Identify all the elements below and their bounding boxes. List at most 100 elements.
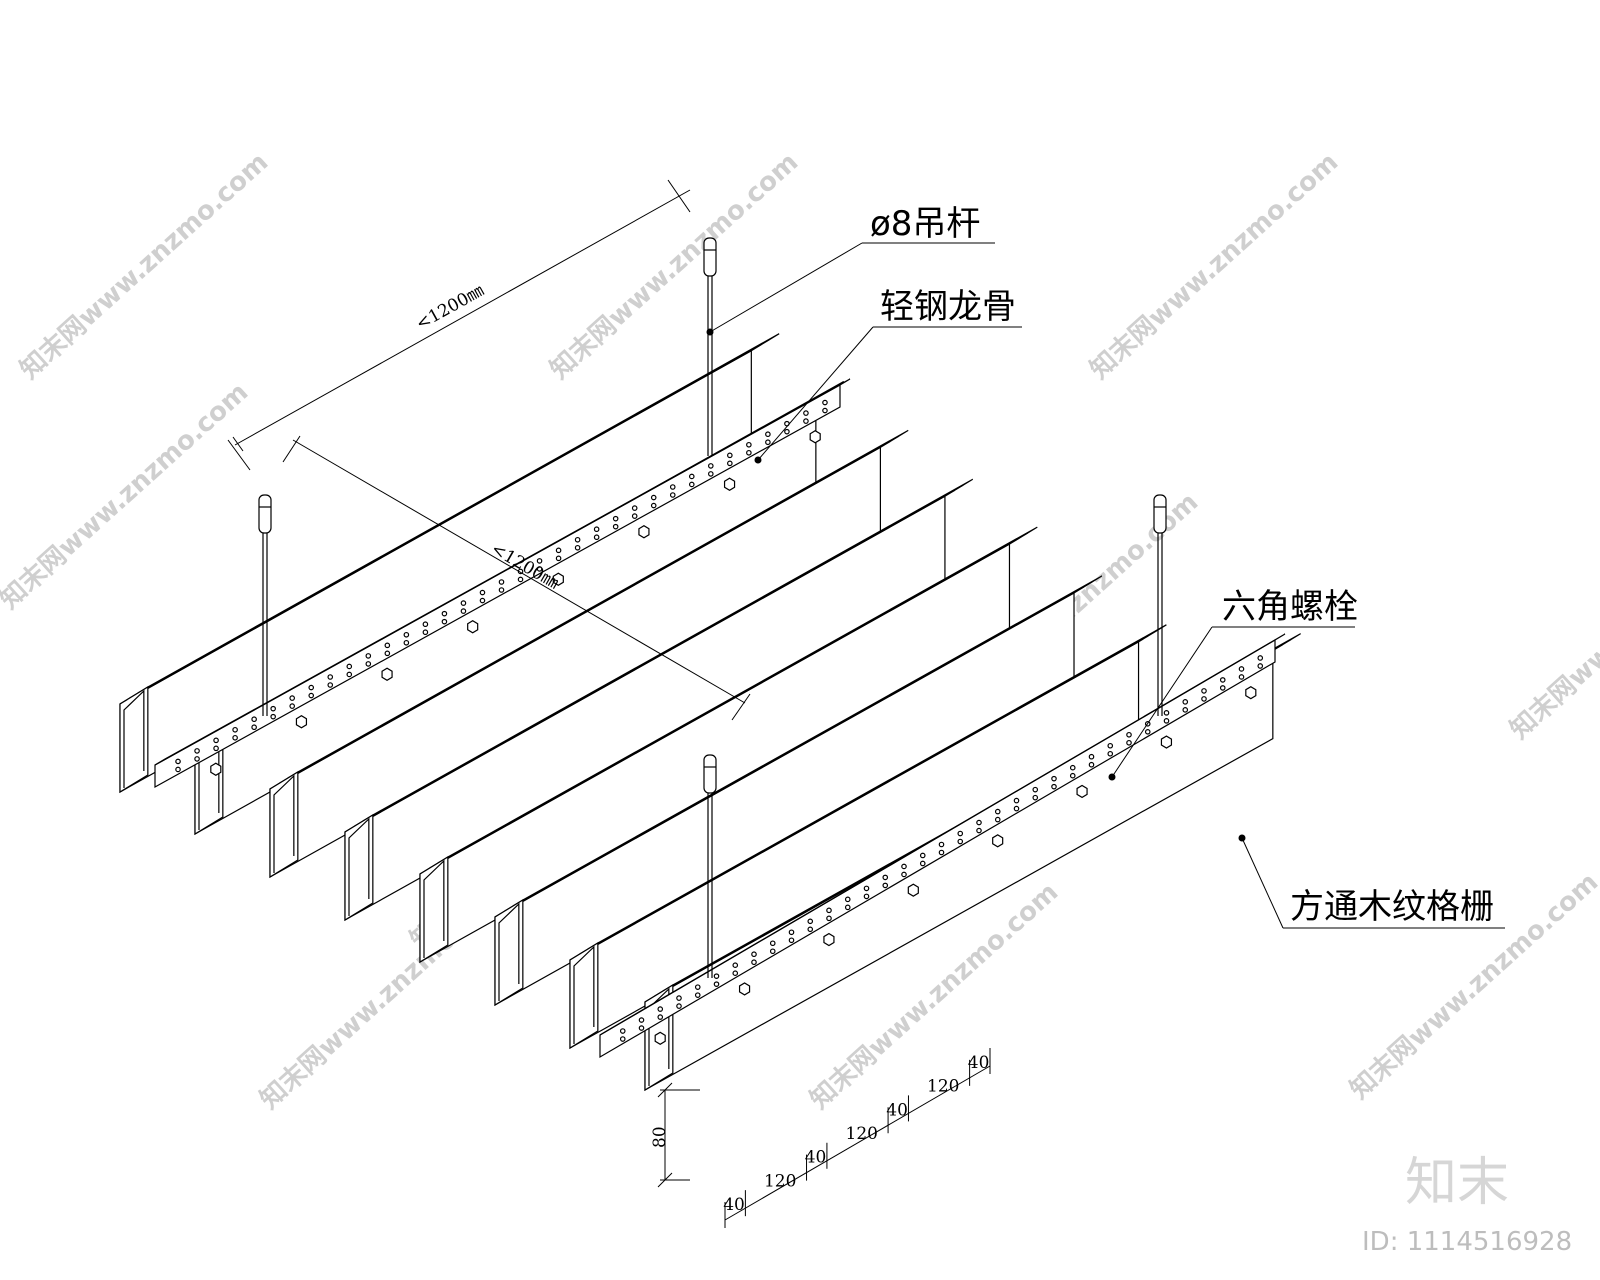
rod-cap — [1153, 494, 1167, 534]
slat-end-inner — [123, 689, 145, 788]
keel-hole — [1051, 783, 1057, 790]
keel-hole — [1088, 753, 1095, 760]
width-dim-label: 120 — [764, 1171, 796, 1191]
hex-bolt — [654, 1031, 666, 1046]
keel-hole — [574, 544, 581, 551]
keel-hole — [1163, 710, 1170, 716]
slat-groove — [512, 581, 1093, 907]
keel-hole — [788, 929, 795, 936]
hex-bolt — [381, 667, 393, 681]
keel-hole — [1219, 685, 1226, 691]
slat-groove — [362, 484, 964, 822]
slat-end-inner — [423, 859, 445, 958]
hanging-rod — [1153, 494, 1167, 716]
keel-top — [599, 633, 1286, 1036]
keel-hole — [727, 460, 733, 467]
keel-hole — [765, 439, 771, 446]
keel-hole — [1069, 772, 1076, 779]
keel-hole — [976, 827, 982, 834]
keel-hole — [175, 758, 181, 765]
keel-hole — [694, 984, 701, 990]
keel-hole — [422, 629, 429, 636]
keel-hole — [346, 671, 353, 678]
keel-hole — [403, 639, 410, 646]
keel-hole — [938, 849, 945, 856]
slat-groove — [137, 339, 770, 694]
keel-hole — [441, 610, 448, 617]
keel-hole — [194, 756, 200, 762]
watermark-text: 知末网www.znzmo.com — [15, 147, 275, 385]
rod-cap — [703, 237, 717, 277]
keel-hole — [593, 534, 600, 541]
keel-hole — [751, 959, 757, 966]
keel-hole — [765, 431, 771, 438]
keel-hole — [593, 526, 600, 533]
span-long-dim: <1200㎜ — [413, 281, 488, 335]
slat-end-inner — [573, 945, 595, 1044]
keel-label: 轻钢龙骨 — [880, 287, 1016, 327]
hex-bolt — [552, 572, 564, 586]
keel-hole — [1126, 731, 1132, 738]
hex-bolt — [823, 932, 835, 947]
slat-end-face — [494, 898, 524, 1007]
keel-hole — [308, 684, 315, 691]
hex-bolt — [738, 982, 751, 996]
keel-hole — [708, 463, 714, 469]
keel-hole — [1051, 775, 1057, 782]
hex-bolt — [809, 430, 821, 444]
hex-bolt — [723, 477, 736, 491]
keel-hole — [1069, 764, 1076, 771]
keel-hole — [788, 937, 795, 944]
keel-hole — [479, 589, 486, 596]
hex-bolt — [992, 834, 1004, 848]
keel-hole — [844, 896, 851, 903]
keel-hole — [498, 579, 505, 585]
keel-hole — [1238, 674, 1245, 680]
keel-hole — [289, 695, 295, 701]
slat-end-face — [344, 813, 374, 922]
keel-hole — [957, 838, 964, 845]
keel-hole — [957, 830, 964, 837]
keel-hole — [1144, 729, 1151, 735]
hex-bolt — [1245, 685, 1257, 700]
hanging-rod — [258, 494, 272, 716]
dimension-lines — [227, 179, 991, 1221]
keel-hole — [1257, 655, 1264, 661]
hanging-rods — [258, 237, 1167, 978]
watermark-text: 知末网www.znzmo.com — [1085, 147, 1345, 385]
keel-hole — [784, 428, 790, 435]
keel-hole — [422, 621, 429, 628]
keel-hole — [232, 726, 238, 733]
width-dim-label: 120 — [927, 1077, 959, 1097]
keel-hole — [919, 852, 926, 859]
slat-end-face — [269, 770, 299, 879]
rod-cap — [703, 754, 717, 794]
slat-end-inner — [273, 774, 295, 873]
keel-hole — [807, 918, 814, 925]
keel-hole — [976, 819, 982, 826]
watermark-text: 知末网www.znzmo.com — [545, 147, 805, 385]
keel-hole — [327, 674, 334, 680]
keel-hole — [822, 407, 828, 414]
keel-hole — [384, 642, 391, 649]
keel-hole — [612, 523, 619, 530]
keel-left — [154, 378, 851, 789]
keel-hole — [669, 484, 676, 490]
keel-hole — [650, 494, 657, 501]
keel-hole — [213, 745, 219, 752]
hex-bolt — [638, 525, 650, 539]
hex-bolt — [210, 762, 222, 776]
keel-hole — [751, 951, 757, 958]
keel-hole — [555, 555, 562, 562]
width-dimension-ticks — [724, 1048, 991, 1228]
keel-hole — [844, 904, 851, 911]
keel-hole — [901, 871, 907, 878]
watermark-text: 知末网www.znzmo.com — [1505, 507, 1600, 745]
keel-hole — [746, 449, 752, 456]
keel-hole — [708, 471, 714, 477]
keel-hole — [270, 705, 276, 712]
keel-hole — [1126, 739, 1132, 746]
keel-right — [599, 633, 1286, 1059]
